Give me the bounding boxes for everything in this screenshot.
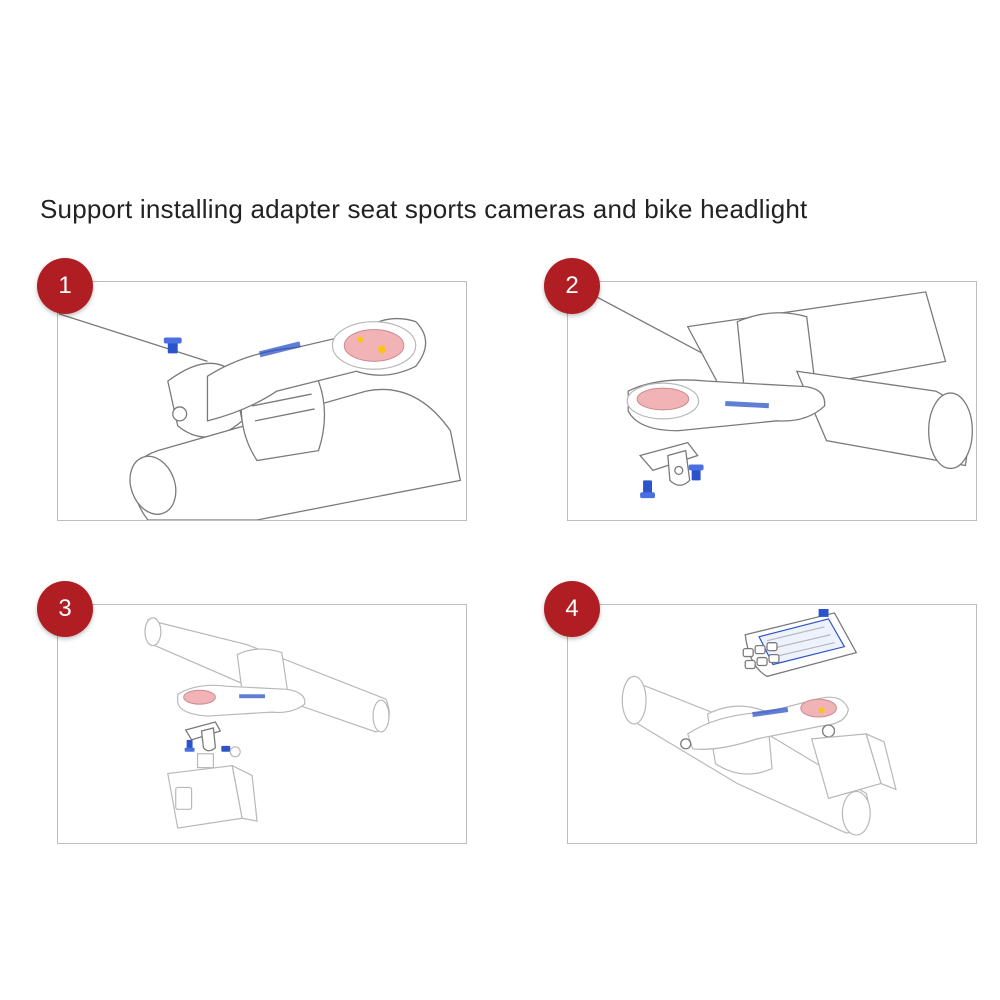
step-number: 1 (58, 272, 72, 299)
step-1-drawing (58, 313, 462, 520)
computer-buttons (742, 642, 780, 670)
camera-side (865, 732, 897, 791)
camera-side (231, 764, 258, 822)
step-4-illustration (567, 604, 977, 844)
screw-icon (221, 745, 241, 758)
brand-mark (752, 707, 789, 718)
step-badge-3: 3 (37, 581, 93, 637)
bolt-head (172, 406, 188, 422)
screen-lines (766, 626, 835, 658)
screw-icon (163, 337, 182, 354)
step-badge-2: 2 (544, 258, 600, 314)
page-title: Support installing adapter seat sports c… (40, 194, 808, 224)
brand-mark (259, 341, 301, 358)
screw-icon (184, 739, 195, 752)
bolt-head (680, 738, 692, 750)
brand-mark (725, 401, 769, 409)
step-2-drawing (568, 282, 973, 499)
mount-pad (636, 387, 690, 411)
mount-dot (378, 345, 386, 354)
camera-lens-housing (175, 786, 193, 810)
camera-adapter-knob (821, 724, 836, 738)
adapter-hole (674, 465, 684, 476)
screw-head (229, 746, 241, 758)
step-badge-4: 4 (544, 581, 600, 637)
computer-badge (818, 608, 829, 617)
camera-mount-tab (196, 753, 215, 769)
step-3-illustration (57, 604, 467, 844)
handlebar-end (129, 455, 177, 515)
handlebar-end (144, 617, 162, 647)
step-number: 2 (565, 272, 579, 299)
brand-mark (239, 694, 265, 699)
handlebar-end (928, 392, 973, 470)
mount-dot (818, 707, 825, 714)
handlebar-edge-line (58, 313, 208, 362)
step-1-illustration (57, 281, 467, 521)
mount-pad (343, 329, 405, 362)
handlebar-end (841, 790, 871, 836)
screw-icon (640, 480, 655, 499)
mount-pad (800, 698, 837, 718)
step-badge-1: 1 (37, 258, 93, 314)
mount-dot (357, 336, 364, 343)
screw-icon (688, 464, 704, 481)
stem-clamp-slot (251, 393, 315, 422)
mount-pad (183, 689, 216, 705)
adapter-tab (200, 727, 217, 752)
step-4-drawing (621, 608, 897, 836)
handlebar-end (621, 675, 647, 725)
step-number: 3 (58, 595, 72, 622)
step-number: 4 (565, 595, 579, 622)
handlebar-end (372, 699, 390, 733)
step-3-drawing (144, 617, 390, 829)
step-2-illustration (567, 281, 977, 521)
